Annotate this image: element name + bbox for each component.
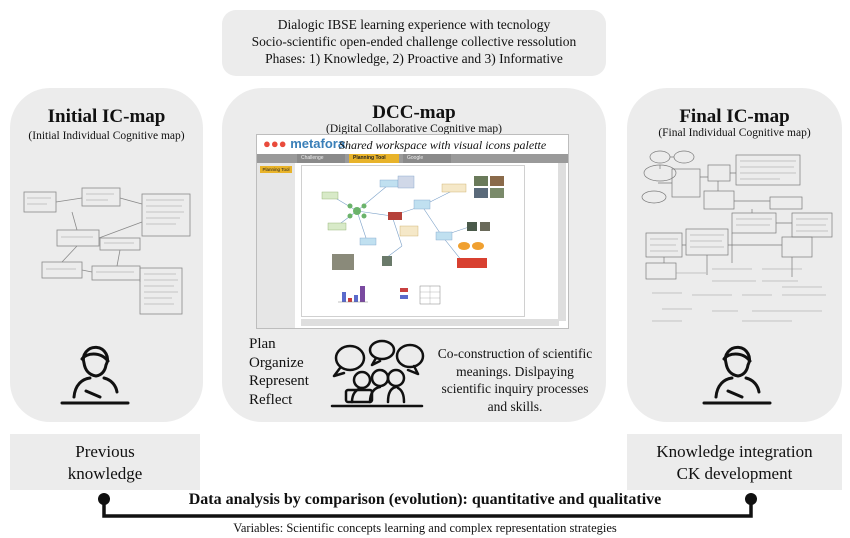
header-box: Dialogic IBSE learning experience with t…: [222, 10, 606, 76]
metafora-workspace-screenshot: ●●● metafora Shared workspace with visua…: [256, 134, 569, 329]
knowledge-integration-box: Knowledge integration CK development: [627, 434, 842, 490]
previous-knowledge-box: Previous knowledge: [10, 434, 200, 490]
workspace-header: ●●● metafora Shared workspace with visua…: [257, 135, 568, 153]
dcc-map-subtitle: (Digital Collaborative Cognitive map): [326, 123, 502, 135]
knowledge-integration-line-1: Knowledge integration: [656, 442, 813, 461]
final-map-subtitle: (Final Individual Cognitive map): [658, 127, 811, 139]
vertical-scrollbar[interactable]: [558, 163, 566, 321]
left-endpoint-dot: [98, 493, 110, 505]
dcc-description-line-3: scientific inquiry processes: [441, 381, 589, 396]
workspace-caption: Shared workspace with visual icons palet…: [339, 138, 547, 152]
action-reflect: Reflect: [249, 392, 293, 409]
sidebar-planning-button[interactable]: Planning Tool: [260, 166, 292, 173]
tab-planning-tool[interactable]: Planning Tool: [349, 154, 399, 163]
planning-canvas[interactable]: [301, 165, 525, 317]
previous-knowledge-line-1: Previous: [75, 442, 135, 461]
tab-google[interactable]: Google: [403, 154, 451, 163]
planning-diagram: [321, 175, 504, 305]
analysis-heading: Data analysis by comparison (evolution):…: [188, 491, 662, 508]
tab-challenge[interactable]: Challenge: [297, 154, 345, 163]
student-icon-right: [702, 345, 772, 405]
final-map-sketch: [641, 150, 833, 322]
previous-knowledge-line-2: knowledge: [67, 464, 143, 483]
header-line-3: Phases: 1) Knowledge, 2) Proactive and 3…: [265, 51, 563, 66]
right-endpoint-dot: [745, 493, 757, 505]
dcc-description-line-2: meanings. Dislpaying: [456, 363, 574, 379]
dcc-description-line-4: and skills.: [487, 398, 543, 414]
dcc-description: Co-construction of scientific meanings. …: [430, 345, 600, 415]
action-plan: Plan: [249, 336, 276, 352]
action-organize: Organize: [249, 354, 304, 371]
metafora-logo: ●●● metafora: [263, 136, 345, 151]
dcc-actions-list: Plan Organize Represent Reflect: [249, 335, 309, 410]
header-line-2: Socio-scientific open-ended challenge co…: [251, 34, 577, 49]
logo-text: metafora: [290, 136, 346, 151]
logo-dots-icon: ●●●: [263, 136, 287, 151]
student-group-icon: [330, 339, 425, 408]
action-represent: Represent: [249, 373, 309, 390]
workspace-sidebar: Planning Tool: [257, 163, 295, 328]
initial-map-title: Initial IC-map: [47, 106, 166, 127]
initial-map-subtitle: (Initial Individual Cognitive map): [28, 130, 185, 142]
student-icon-left: [60, 345, 130, 405]
variables-caption: Variables: Scientific concepts learning …: [233, 521, 617, 535]
horizontal-scrollbar[interactable]: [301, 319, 559, 326]
final-map-title: Final IC-map: [679, 106, 790, 127]
comparison-connector: [98, 493, 757, 518]
final-map-panel: Final IC-map (Final Individual Cognitive…: [627, 88, 842, 422]
initial-map-sketch: [23, 187, 191, 315]
knowledge-integration-line-2: CK development: [676, 464, 793, 483]
header-line-1: Dialogic IBSE learning experience with t…: [277, 17, 551, 32]
dcc-map-title: DCC-map: [372, 102, 456, 123]
dcc-description-line-1: Co-construction of scientific: [437, 346, 593, 361]
